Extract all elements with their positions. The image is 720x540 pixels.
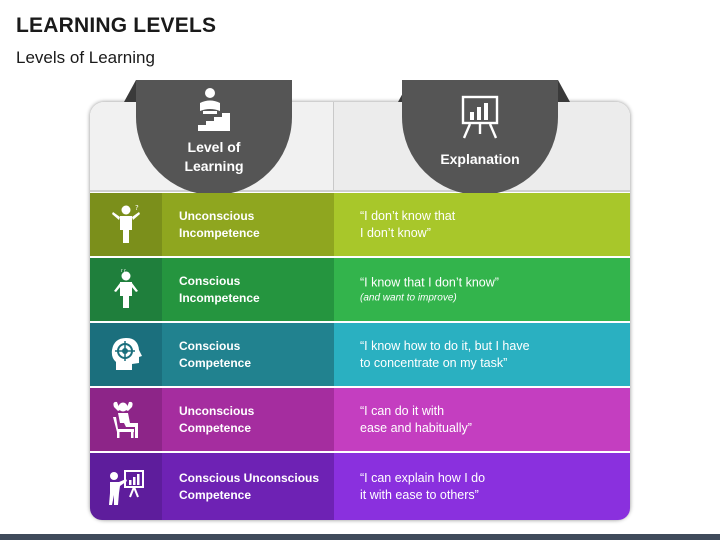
- row-level-cell: [162, 193, 334, 256]
- row-level-label: Conscious Unconscious Competence: [179, 470, 320, 502]
- header-tab-fold: [558, 80, 570, 102]
- row-explanation-text: “I don’t know that I don’t know”: [360, 208, 622, 242]
- row-explanation-quote: “I know that I don’t know”: [360, 275, 499, 289]
- row-explanation-text: “I can do it with ease and habitually”: [360, 403, 622, 437]
- page-subtitle: Levels of Learning: [16, 48, 155, 67]
- row-level-cell: [162, 258, 334, 321]
- level-row: Conscious Competence “I know how to do i…: [90, 323, 630, 386]
- row-explanation-text: “I know how to do it, but I have to conc…: [360, 338, 622, 372]
- person-shrugging-icon: ?: [112, 204, 140, 243]
- footer-bar: [0, 534, 720, 540]
- row-explanation-quote: “I can do it with ease and habitually”: [360, 403, 472, 435]
- level-row: Conscious Unconscious Competence “I can …: [90, 453, 630, 520]
- row-level-cell: [162, 388, 334, 451]
- row-explanation-cell: [334, 193, 630, 256]
- row-explanation-quote: “I don’t know that I don’t know”: [360, 208, 456, 240]
- row-explanation-cell: [334, 258, 630, 321]
- level-row: ?? Conscious Incompetence “I know that I…: [90, 258, 630, 321]
- person-confused-icon: ??: [114, 269, 138, 308]
- row-explanation-note: (and want to improve): [360, 292, 457, 303]
- header-explanation-label: Explanation: [440, 151, 520, 167]
- svg-text:??: ??: [120, 269, 126, 274]
- row-explanation-cell: [334, 388, 630, 451]
- person-presenting-icon: [109, 470, 144, 505]
- header-tab-fold: [124, 80, 136, 102]
- row-explanation-quote: “I know how to do it, but I have to conc…: [360, 338, 530, 370]
- header-divider: [90, 190, 630, 192]
- presentation-board-chart-icon: [461, 95, 499, 139]
- svg-text:?: ?: [135, 204, 139, 212]
- header-level-bubble: Level of Learning: [136, 80, 292, 195]
- row-level-cell: [162, 323, 334, 386]
- row-explanation-text: “I can explain how I do it with ease to …: [360, 470, 622, 504]
- row-level-label: Unconscious Competence: [179, 403, 255, 435]
- header-level-label: Level of Learning: [184, 139, 244, 174]
- page-title: LEARNING LEVELS: [16, 14, 217, 37]
- level-row: Unconscious Competence “I can do it with…: [90, 388, 630, 451]
- row-level-cell: [162, 453, 334, 520]
- row-level-label: Conscious Incompetence: [179, 273, 260, 305]
- person-relaxing-chair-icon: [113, 401, 138, 438]
- row-explanation-cell: [334, 453, 630, 520]
- row-explanation-quote: “I can explain how I do it with ease to …: [360, 470, 486, 502]
- row-level-label: Unconscious Incompetence: [179, 208, 260, 240]
- row-explanation-cell: [334, 323, 630, 386]
- level-row: ? Unconscious Incompetence “I don’t know…: [90, 193, 630, 256]
- person-reading-on-stairs-icon: [198, 88, 230, 131]
- head-target-icon: [111, 338, 142, 370]
- row-explanation-text: “I know that I don’t know” (and want to i…: [360, 274, 622, 305]
- row-level-label: Conscious Competence: [179, 338, 252, 370]
